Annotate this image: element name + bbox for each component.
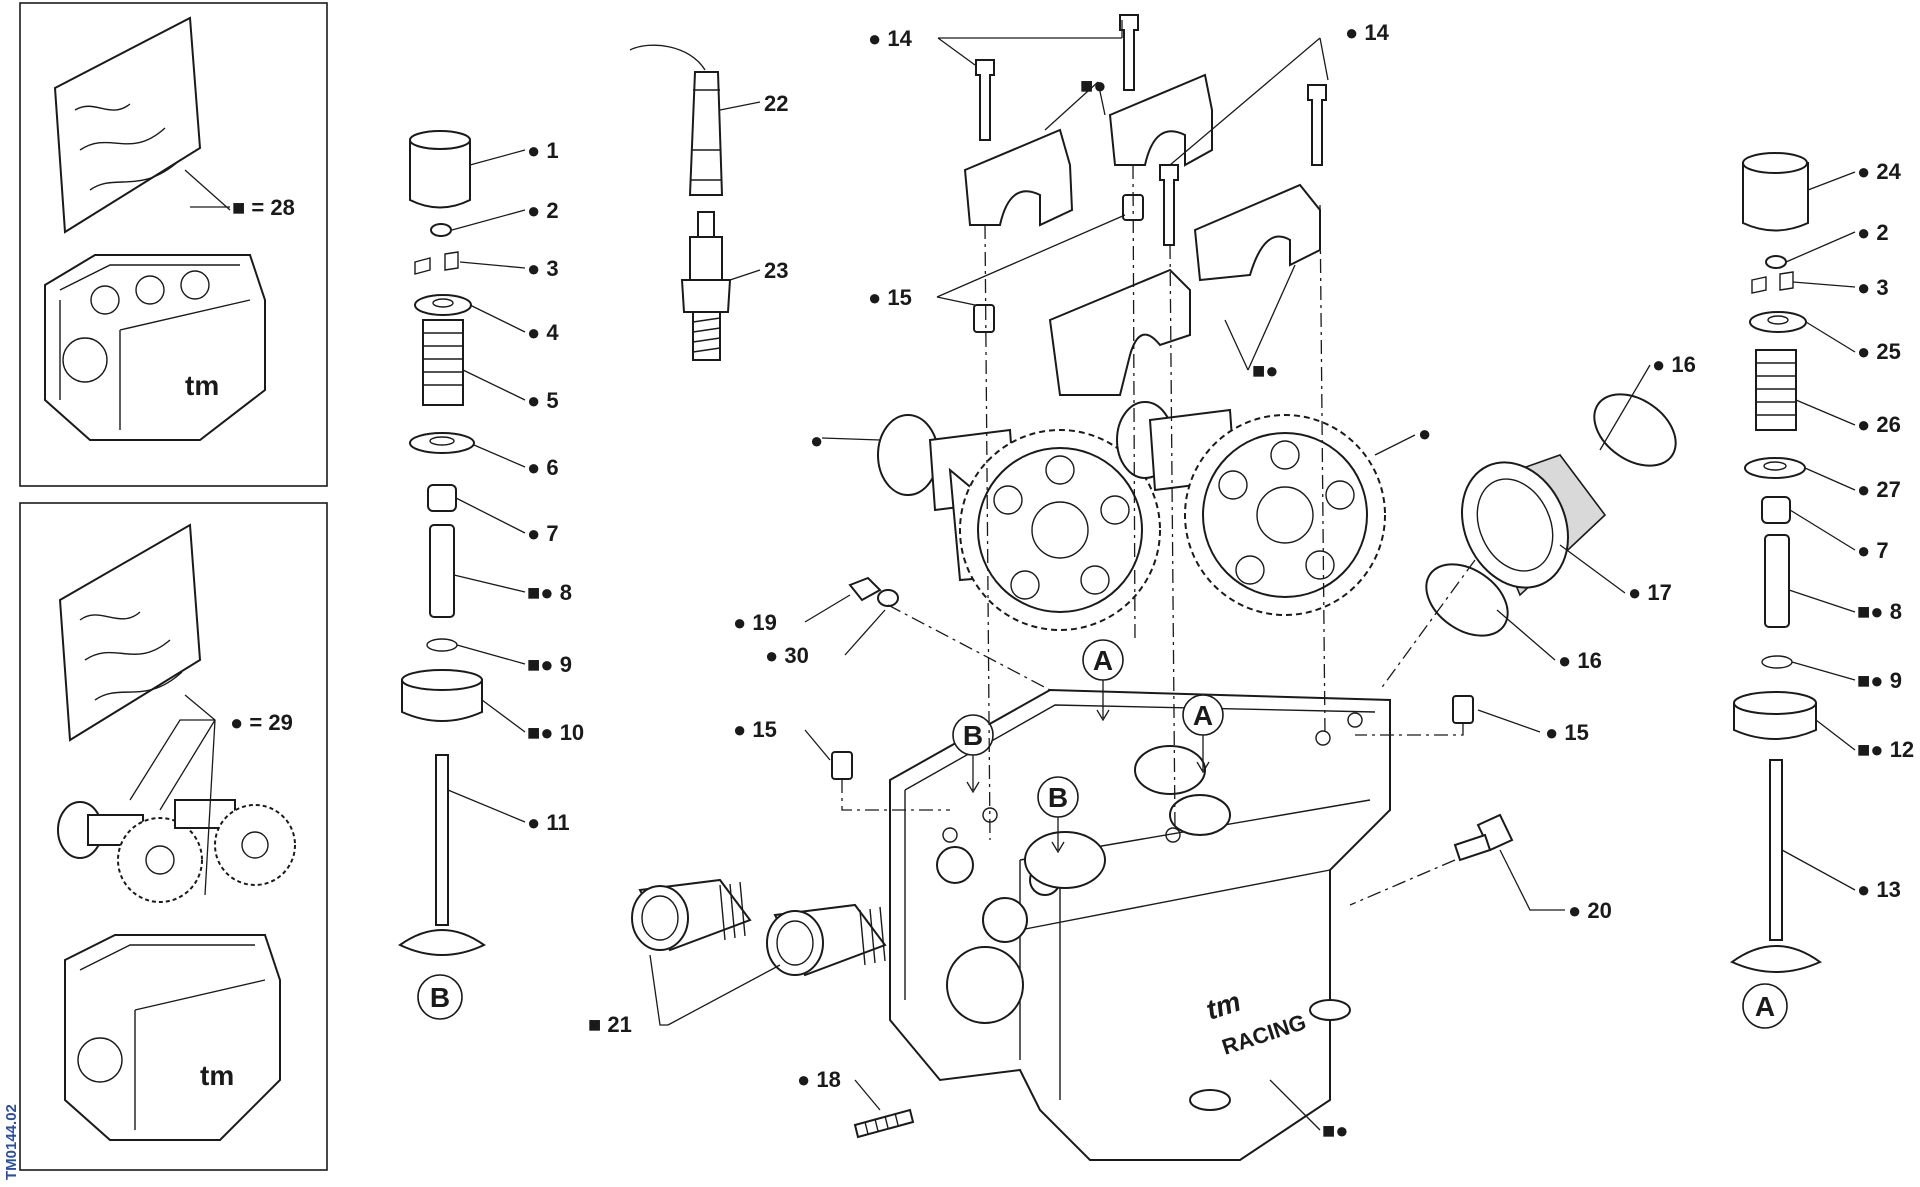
label-part-6: ● 6 <box>527 455 559 480</box>
label-part-3: ● 3 <box>527 256 559 281</box>
exhaust-sleeves-21 <box>631 878 887 977</box>
callout-A-lower: A <box>1193 700 1213 731</box>
label-part-23: 23 <box>764 258 788 283</box>
label-part-15-left: ● 15 <box>733 717 777 742</box>
label-part-16-top: ● 16 <box>1652 352 1696 377</box>
label-part-21: ■ 21 <box>588 1012 632 1037</box>
label-part-13: ● 13 <box>1857 877 1901 902</box>
valve-stack-exhaust: B <box>398 130 486 1020</box>
label-part-10: ■● 10 <box>527 720 584 745</box>
svg-text:tm: tm <box>200 1060 234 1091</box>
kit-label-28: ■ = 28 <box>232 195 295 220</box>
callout-arrows: A A B B <box>952 639 1224 854</box>
label-part-19: ● 19 <box>733 610 777 635</box>
spark-plug <box>680 211 732 361</box>
label-part-27: ● 27 <box>1857 477 1901 502</box>
label-part-26: ● 26 <box>1857 412 1901 437</box>
plug-19-and-washer-30 <box>848 576 899 607</box>
svg-text:tm: tm <box>185 370 219 401</box>
label-part-9: ■● 9 <box>527 652 572 677</box>
label-part-12: ■● 12 <box>1857 737 1914 762</box>
callout-A-upper: A <box>1093 645 1113 676</box>
stud-18 <box>853 1108 915 1139</box>
label-part-22: 22 <box>764 91 788 116</box>
label-part-8-right: ■● 8 <box>1857 599 1902 624</box>
label-part-14-right: ● 14 <box>1345 20 1390 45</box>
label-camshaft-right: ● <box>1418 421 1431 446</box>
kit-inset-head: tm ■ = 28 <box>19 2 328 487</box>
callout-B-upper: B <box>963 720 983 751</box>
label-part-15-top: ● 15 <box>868 285 912 310</box>
label-part-5: ● 5 <box>527 388 559 413</box>
label-part-4: ● 4 <box>527 320 559 345</box>
inset-camshaft-right <box>174 799 296 886</box>
label-part-17: ● 17 <box>1628 580 1672 605</box>
alignment-lines <box>841 164 1476 906</box>
label-part-1: ● 1 <box>527 138 559 163</box>
label-part-9-right: ■● 9 <box>1857 668 1902 693</box>
valve-stack-intake: A <box>1730 152 1822 1029</box>
callout-A-right: A <box>1755 991 1775 1022</box>
label-part-20: ● 20 <box>1568 898 1612 923</box>
label-part-2-right: ● 2 <box>1857 220 1889 245</box>
spark-plug-cap <box>629 44 724 196</box>
intake-manifold-clamps <box>1425 393 1677 637</box>
inset-camshaft-left <box>57 801 203 903</box>
label-part-14-left: ● 14 <box>868 26 913 51</box>
label-cap-top: ■● <box>1080 73 1107 98</box>
camshaft-intake <box>1116 401 1416 616</box>
label-part-16-bottom: ● 16 <box>1558 648 1602 673</box>
camshaft-exhaust <box>821 414 1161 631</box>
camshaft-leaders <box>936 20 1329 371</box>
label-part-30: ● 30 <box>765 643 809 668</box>
label-part-11: ● 11 <box>527 810 570 835</box>
label-part-3-right: ● 3 <box>1857 275 1889 300</box>
label-cap-bottom: ■● <box>1252 358 1279 383</box>
camshaft-caps-upper <box>963 73 1321 282</box>
camshaft-cap-bolts <box>975 14 1327 246</box>
drawing-code: TM0144.02 <box>3 1104 20 1180</box>
callout-B-lower: B <box>1048 782 1068 813</box>
camshaft-caps-lower <box>1048 268 1191 396</box>
label-part-25: ● 25 <box>1857 339 1901 364</box>
callout-B-left: B <box>430 982 450 1013</box>
cylinder-head: tm RACING <box>889 688 1391 1161</box>
label-part-15-right: ● 15 <box>1545 720 1589 745</box>
valve-stack-exhaust-leaders <box>447 149 526 823</box>
label-part-2: ● 2 <box>527 198 559 223</box>
kit-inset-camshafts: tm ● = 29 <box>19 502 328 1171</box>
label-part-24: ● 24 <box>1857 159 1902 184</box>
label-part-7-right: ● 7 <box>1857 538 1889 563</box>
temperature-sensor <box>1453 813 1514 862</box>
label-part-18: ● 18 <box>797 1067 841 1092</box>
label-camshaft-left: ● <box>810 428 823 453</box>
valve-stack-intake-leaders <box>1781 171 1856 891</box>
label-part-8: ■● 8 <box>527 580 572 605</box>
kit-label-29: ● = 29 <box>230 710 293 735</box>
label-cylinder-head: ■● <box>1322 1118 1349 1143</box>
dowels-15 <box>831 194 1474 780</box>
label-part-7: ● 7 <box>527 521 559 546</box>
